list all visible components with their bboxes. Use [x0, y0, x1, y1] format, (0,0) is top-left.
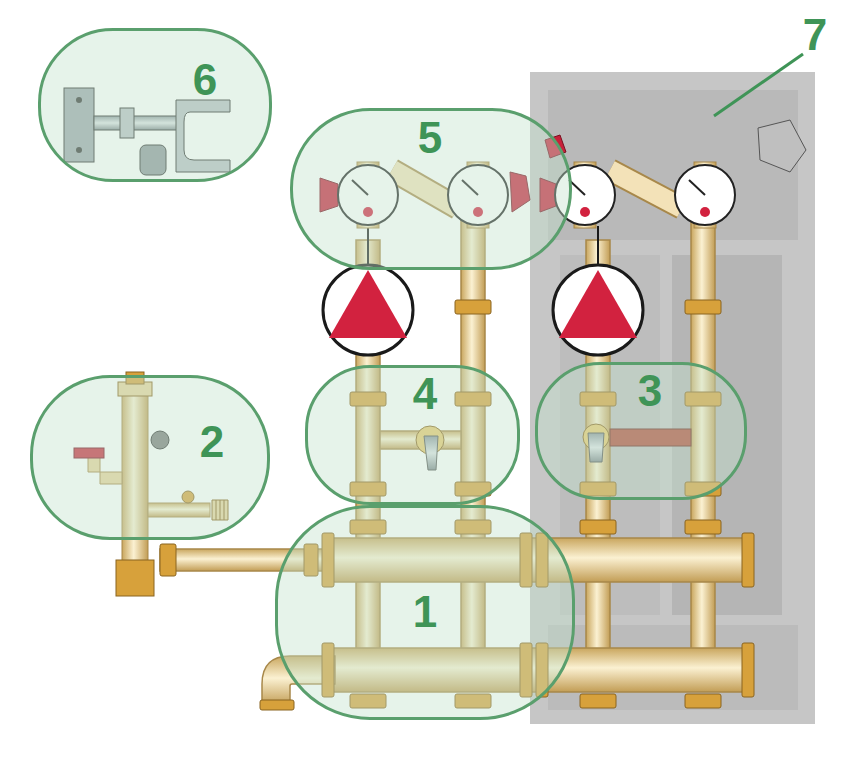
callout-number: 3 — [638, 369, 662, 413]
callout-bubble: 4 — [305, 365, 520, 505]
callout-number: 5 — [418, 116, 442, 160]
callout-number: 4 — [413, 372, 437, 416]
pump-symbol — [323, 265, 643, 355]
callout-number: 6 — [193, 58, 217, 102]
callout-number: 7 — [803, 13, 827, 57]
callout-bubble: 5 — [290, 108, 572, 270]
callout-bubble: 6 — [38, 28, 272, 182]
callout-number: 1 — [413, 590, 437, 634]
callout-number: 2 — [200, 420, 224, 464]
leader-line — [714, 54, 803, 116]
end-cap — [758, 120, 806, 172]
callout-bubble: 2 — [30, 375, 270, 540]
callout-bubble: 3 — [535, 362, 747, 500]
callout-bubble: 1 — [275, 505, 575, 720]
